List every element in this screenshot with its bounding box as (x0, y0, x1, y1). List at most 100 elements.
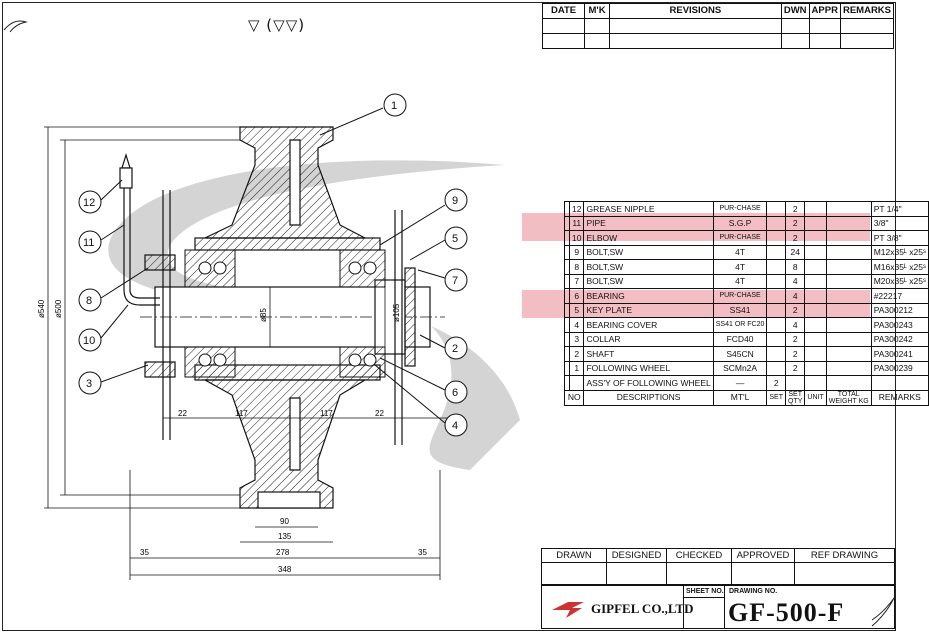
bom-remarks: M12x35ᴸ x25ˢ (870, 244, 929, 260)
bom-unit (804, 259, 827, 275)
bom-header-set: SET (766, 389, 787, 406)
balloon-7: 7 (452, 275, 458, 287)
bom-remarks: PA300239 (870, 360, 929, 376)
callout-balloons: 1 2 3 4 5 6 7 8 9 (78, 93, 468, 437)
rev-row (541, 18, 895, 34)
bom-remarks: PA300241 (870, 346, 929, 362)
bom-set (766, 244, 787, 260)
bom-desc: BOLT,SW (583, 259, 714, 275)
bom-qty: 2 (785, 230, 806, 246)
bom-mtl: PUR-CHASE (712, 201, 768, 217)
bom-remarks (870, 375, 929, 391)
bom-total (825, 244, 872, 260)
bom-mtl: 4T (712, 259, 768, 275)
bom-qty: 8 (785, 259, 806, 275)
bom-unit (804, 302, 827, 318)
bom-qty: 2 (785, 346, 806, 362)
divider (724, 585, 725, 629)
dim-35-right: 35 (418, 548, 427, 557)
rev-header-mark: M'K (584, 3, 610, 19)
bom-total (825, 331, 872, 347)
rev-header-revisions: REVISIONS (608, 3, 782, 19)
bom-desc: SHAFT (583, 346, 714, 362)
grease-line (119, 152, 160, 306)
title-block: DRAWN DESIGNED CHECKED APPROVED REF DRAW… (541, 548, 895, 585)
bom-desc: FOLLOWING WHEEL (583, 360, 714, 376)
bom-set (766, 346, 787, 362)
dim-278: 278 (276, 548, 290, 557)
balloon-5: 5 (452, 233, 458, 245)
bom-no (568, 375, 585, 391)
bom-desc: GREASE NIPPLE (583, 201, 714, 217)
bom-total (825, 259, 872, 275)
bom-total (825, 201, 872, 217)
divider (683, 597, 724, 598)
company-logo (552, 602, 584, 618)
balloon-12: 12 (83, 197, 95, 209)
balloon-9: 9 (452, 195, 458, 207)
title-header-approved: APPROVED (731, 548, 795, 563)
bom-set (766, 331, 787, 347)
rev-header-appr: APPR (808, 3, 841, 19)
bom-qty: 2 (785, 201, 806, 217)
divider (683, 585, 684, 629)
balloon-11: 11 (83, 237, 94, 249)
bom-header-mtl: MT'L (712, 389, 768, 406)
dim-22-left: 22 (178, 409, 187, 418)
bom-qty: 2 (785, 360, 806, 376)
bom-header-remarks: REMARKS (870, 389, 929, 406)
dim-85: ø85 (259, 308, 268, 322)
bom-unit (804, 201, 827, 217)
bom-remarks: PA300243 (870, 317, 929, 333)
bom-header-desc: DESCRIPTIONS (583, 389, 714, 406)
bom-remarks: M20x35ᴸ x25ˢ (870, 273, 929, 289)
bom-desc: KEY PLATE (583, 302, 714, 318)
bom-unit (804, 346, 827, 362)
bom-remarks: #22217 (870, 288, 929, 304)
bom-no: 10 (568, 230, 585, 246)
bom-unit (804, 230, 827, 246)
bom-unit (804, 215, 827, 231)
bom-desc: BEARING (583, 288, 714, 304)
dim-135: 135 (278, 532, 292, 541)
side-plates (144, 190, 403, 445)
bom-unit (804, 317, 827, 333)
bom-unit (804, 288, 827, 304)
balloon-10: 10 (83, 335, 95, 347)
bom-remarks: PT 3/8" (870, 230, 929, 246)
dim-22-right: 22 (375, 409, 384, 418)
dim-117-right: 117 (320, 409, 333, 418)
surface-finish-symbol: ▽ (▽▽) (248, 16, 306, 34)
bom-qty: 2 (785, 215, 806, 231)
bom-remarks: PA300212 (870, 302, 929, 318)
bom-no: 9 (568, 244, 585, 260)
bom-no: 5 (568, 302, 585, 318)
bom-total (825, 273, 872, 289)
bom-set (766, 288, 787, 304)
bom-mtl: PUR-CHASE (712, 288, 768, 304)
bom-set (766, 273, 787, 289)
bom-total (825, 360, 872, 376)
bom-unit (804, 331, 827, 347)
dim-117-left: 117 (235, 409, 248, 418)
bom-qty (785, 375, 806, 391)
bom-mtl: SS41 OR FC20 (712, 317, 768, 333)
bom-no: 12 (568, 201, 585, 217)
bom-remarks: PA300242 (870, 331, 929, 347)
bom-qty: 4 (785, 288, 806, 304)
bearings (184, 249, 386, 378)
bom-mtl: — (712, 375, 768, 391)
dim-35-left: 35 (140, 548, 149, 557)
wheel-section-lower (194, 364, 381, 509)
bom-total (825, 230, 872, 246)
bom-mtl: 4T (712, 244, 768, 260)
bom-unit (804, 375, 827, 391)
bom-mtl: PUR-CHASE (712, 230, 768, 246)
bom-qty: 24 (785, 244, 806, 260)
